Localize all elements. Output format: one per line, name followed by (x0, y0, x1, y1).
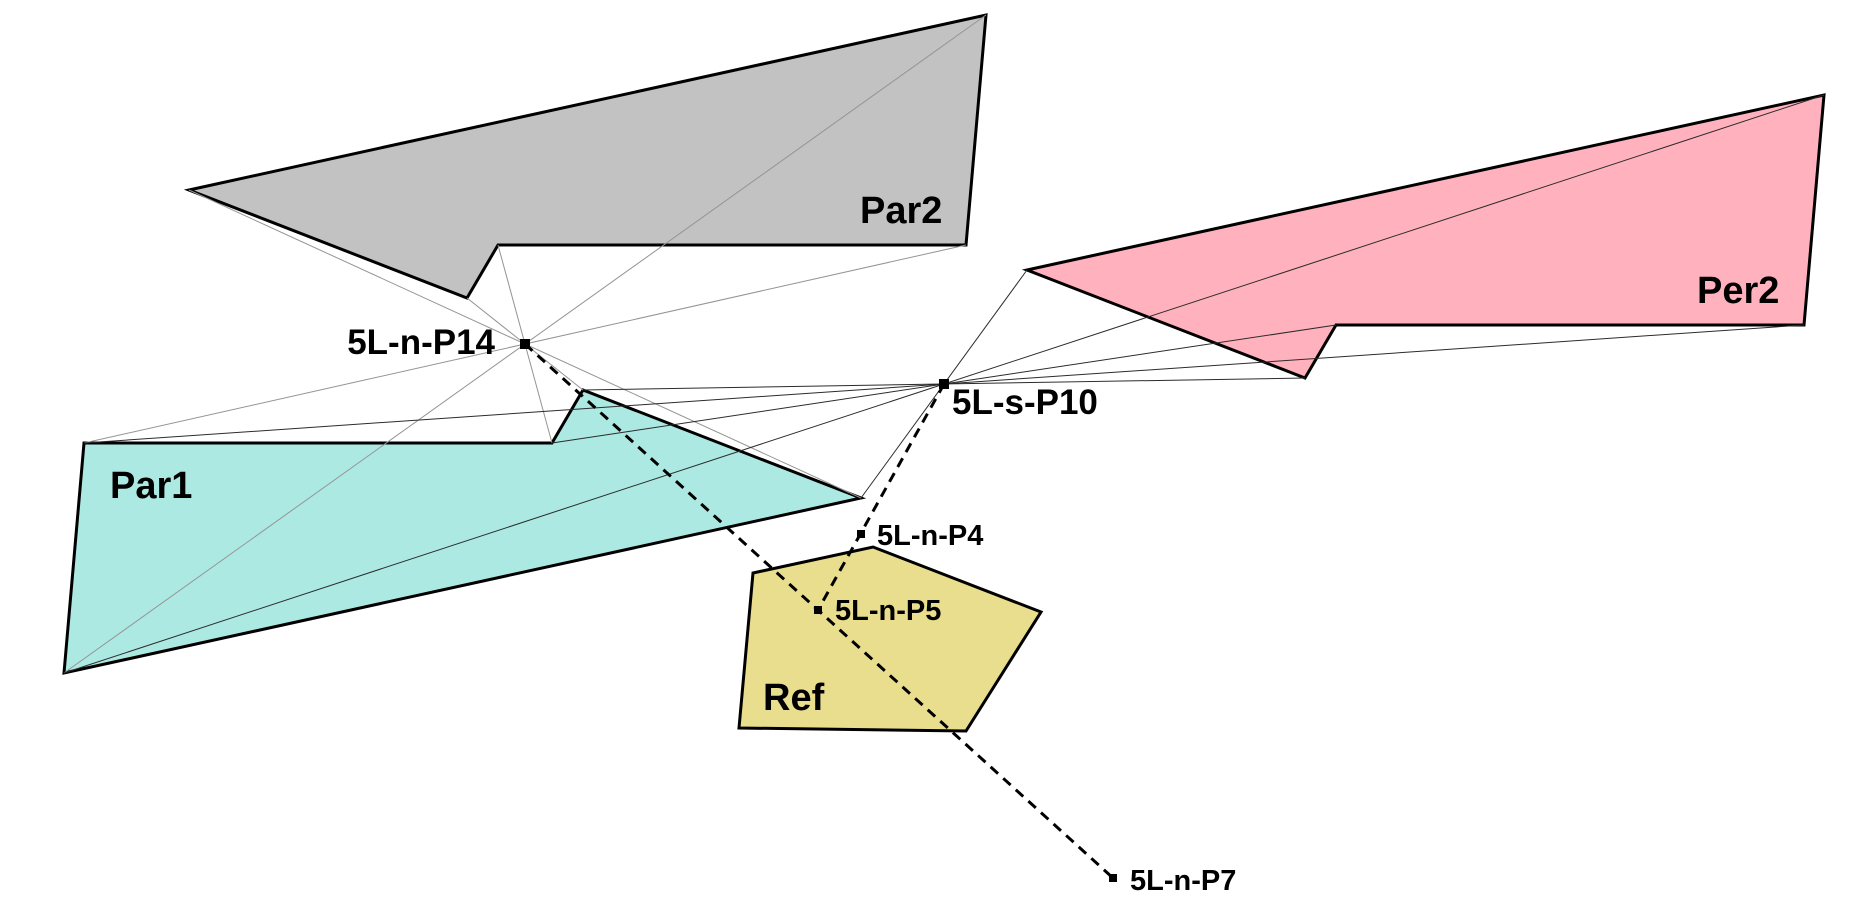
point-label-p5: 5L-n-P5 (835, 595, 941, 627)
polygon-ref (737, 545, 1044, 733)
dashed-line-p10-to-p5 (816, 383, 946, 611)
point-marker-p10 (939, 379, 949, 389)
polygon-label-per2: Per2 (1697, 270, 1779, 312)
polygon-label-par2: Par2 (860, 190, 942, 232)
polygon-label-par1: Par1 (110, 465, 192, 507)
polygon-per2 (1021, 93, 1826, 380)
point-marker-p7 (1109, 874, 1117, 882)
point-label-p4: 5L-n-P4 (877, 520, 983, 552)
point-label-p7: 5L-n-P7 (1130, 865, 1236, 897)
polygon-par1 (62, 388, 867, 675)
point-label-p10: 5L-s-P10 (952, 383, 1098, 422)
polygon-par2 (183, 13, 988, 300)
point-marker-p4 (857, 530, 865, 538)
point-label-p14: 5L-n-P14 (347, 323, 495, 362)
point-marker-p5 (814, 606, 822, 614)
polygon-label-ref: Ref (763, 677, 825, 719)
point-marker-p14 (520, 339, 530, 349)
